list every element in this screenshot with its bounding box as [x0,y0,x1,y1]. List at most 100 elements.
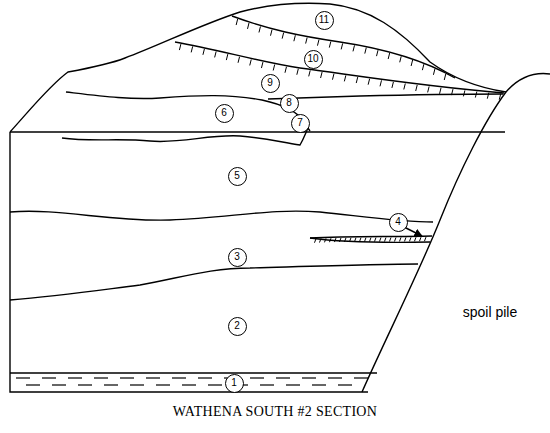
hatch-tick [321,72,323,78]
hatched-bed-boundary [175,42,504,93]
bed-boundary [66,92,310,131]
hatch-tick [404,83,406,89]
shale-dash [130,384,144,385]
shale-dash [328,377,342,378]
hatch-tick [314,239,316,243]
bed-boundary [10,131,505,132]
hatch-tick [379,238,381,242]
hatch-tick [409,237,411,241]
hatch-tick [309,70,311,76]
hatch-tick [353,45,355,51]
callout-circle: 10 [304,50,323,69]
callout-circle: 11 [315,11,334,30]
shale-dash [94,377,108,378]
hatch-tick [203,49,205,55]
callout-number: 6 [221,108,227,118]
shale-dash [68,377,82,378]
hatch-tick [285,67,287,73]
hatch-tick [349,238,351,242]
callout-circle: 5 [228,167,247,186]
hatch-tick [419,237,421,241]
hatch-tick [273,65,275,71]
hatch-tick [356,77,358,83]
hatch-tick [451,89,453,95]
hatch-ticks [179,19,500,243]
leader-line [404,227,422,236]
shale-dash [42,377,56,378]
hatch-tick [261,62,263,68]
hatched-bed-boundary [232,16,455,78]
callout-circle: 4 [389,213,408,232]
spoil-pile-outline [362,74,550,392]
hatch-tick [404,237,406,241]
hatch-tick [388,53,390,59]
shale-dash [52,384,66,385]
shale-dash [156,384,170,385]
callout-number: 5 [234,171,240,181]
hatch-tick [389,238,391,242]
hatch-tick [282,33,284,39]
area-label: spoil pile [461,304,519,320]
shale-dash [302,377,316,378]
hatch-tick [463,90,465,96]
hatch-tick [191,46,193,52]
hatch-tick [329,238,331,242]
hatch-tick [384,238,386,242]
shale-dash [78,384,92,385]
hatch-tick [332,74,334,80]
hatch-tick [294,35,296,41]
hatch-tick [359,238,361,242]
hatch-tick [259,26,261,32]
hatch-tick [424,237,426,241]
hatch-tick [238,57,240,63]
hatch-tick [368,79,370,85]
hatch-tick [422,64,424,70]
bed-boundary [62,128,308,145]
hatch-tick [374,238,376,242]
section-frame [10,132,368,392]
shale-dash [104,384,118,385]
figure-title: WATHENA SOUTH #2 SECTION [173,404,377,420]
callout-number: 1 [231,378,237,388]
callout-circle: 7 [291,114,310,133]
shale-dashes [16,378,368,385]
callout-circle: 2 [228,317,247,336]
hatch-tick [377,50,379,56]
bed-boundary [10,211,433,222]
callout-number: 2 [234,321,240,331]
callout-number: 7 [297,118,303,128]
hatch-tick [380,80,382,86]
hatch-tick [392,82,394,88]
shale-dash [120,377,134,378]
shale-dash [172,377,186,378]
hatch-tick [179,44,181,50]
hatch-tick [329,42,331,48]
hatch-tick [248,23,250,29]
hatch-tick [271,30,273,36]
hatch-tick [334,238,336,242]
hatch-tick [297,69,299,75]
hatch-tick [319,239,321,243]
hatch-tick [428,86,430,92]
callout-circle: 1 [225,374,244,393]
hatch-tick [339,238,341,242]
callout-circle: 8 [280,94,299,113]
hatch-tick [344,75,346,81]
shale-dash [312,384,326,385]
hatch-tick [324,238,326,242]
bed-boundary [10,372,377,373]
hatch-tick [487,93,489,99]
hatch-tick [444,74,446,80]
shale-dash [26,384,40,385]
hatch-tick [411,60,413,66]
shale-dash [276,377,290,378]
shale-dash [338,384,352,385]
hatch-tick [215,51,217,57]
shale-dash [250,377,264,378]
shale-dash [146,377,160,378]
hatch-tick [236,19,238,25]
callout-number: 4 [395,217,401,227]
callout-number: 3 [234,252,240,262]
hatch-tick [400,56,402,62]
